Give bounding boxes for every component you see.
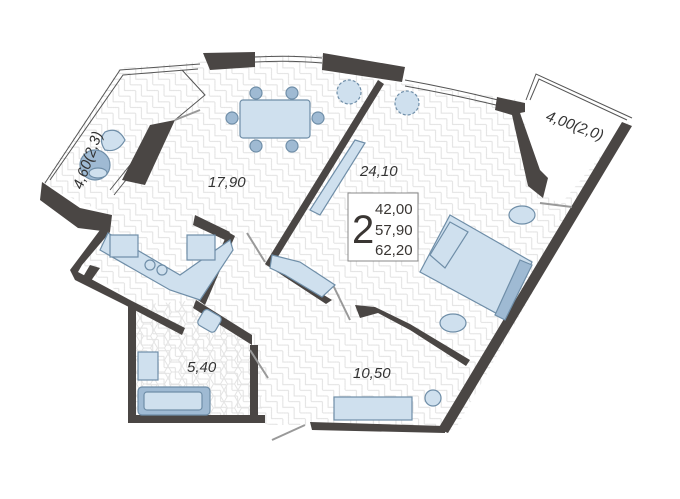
entrance-door <box>271 424 306 441</box>
rug-icon <box>439 205 536 333</box>
bathtub <box>137 386 211 416</box>
balcony-door <box>539 202 573 208</box>
toilet <box>197 308 222 333</box>
loggia-chair <box>79 129 126 181</box>
total-area-with-loggias: 62,20 <box>375 242 413 259</box>
room-area-loggia-right: 4,00(2,0) <box>544 108 606 145</box>
room-area-living: 17,90 <box>208 174 246 191</box>
plant-icon <box>336 79 420 116</box>
bed <box>419 214 533 321</box>
bedroom-door <box>332 284 351 321</box>
rooms-count: 2 <box>352 208 374 252</box>
living-door <box>246 232 266 263</box>
room-area-bathroom: 5,40 <box>187 359 217 376</box>
doors <box>174 109 573 441</box>
dining-set <box>225 86 325 153</box>
room-area-bedroom: 24,10 <box>359 163 398 180</box>
floor-fill <box>42 55 630 430</box>
loggia-door <box>174 109 201 121</box>
bathroom-door <box>249 349 269 379</box>
shoe-rack <box>333 396 413 421</box>
kitchen-unit <box>99 232 234 301</box>
wardrobe <box>269 139 366 298</box>
washing-machine <box>424 389 442 407</box>
sink <box>137 351 159 381</box>
living-area: 42,00 <box>375 201 413 218</box>
total-area: 57,90 <box>375 222 413 239</box>
area-summary-box: 2 42,00 57,90 62,20 <box>347 192 419 262</box>
room-area-hallway: 10,50 <box>353 365 391 382</box>
